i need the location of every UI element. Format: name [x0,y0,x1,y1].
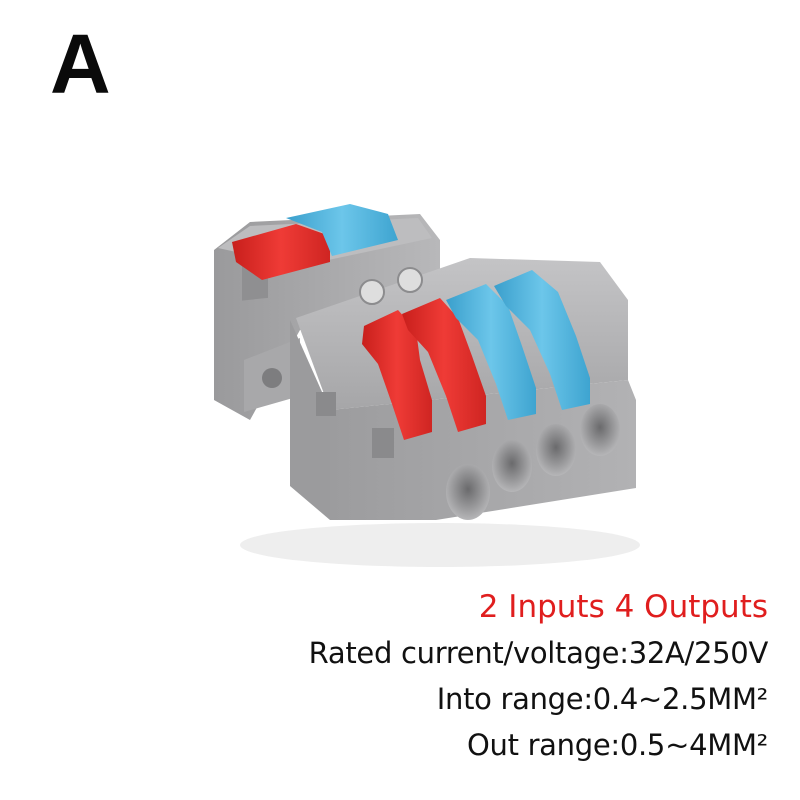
shadow [240,523,640,567]
output-lever-blue-1 [446,284,536,420]
variant-label: A [50,17,111,111]
output-lever-red-1 [362,310,432,440]
wire-hole-4 [580,404,620,456]
spec-rated: Rated current/voltage:32A/250V [308,636,769,670]
spec-into-range: Into range:0.4~2.5MM² [436,682,769,716]
wire-hole-2 [492,440,532,492]
wire-hole-3 [536,424,576,476]
spec-block: 2 Inputs 4 Outputs Rated current/voltage… [308,584,769,768]
output-lever-blue-2 [494,270,590,410]
input-lever-blue [286,204,398,256]
wire-hole-1 [446,464,490,520]
wire-connector-photo [214,204,640,567]
input-lever-red [232,224,330,280]
output-lever-red-2 [402,298,486,432]
spec-headline: 2 Inputs 4 Outputs [478,589,768,625]
output-block [290,258,636,520]
spec-out-range: Out range:0.5~4MM² [466,728,768,762]
